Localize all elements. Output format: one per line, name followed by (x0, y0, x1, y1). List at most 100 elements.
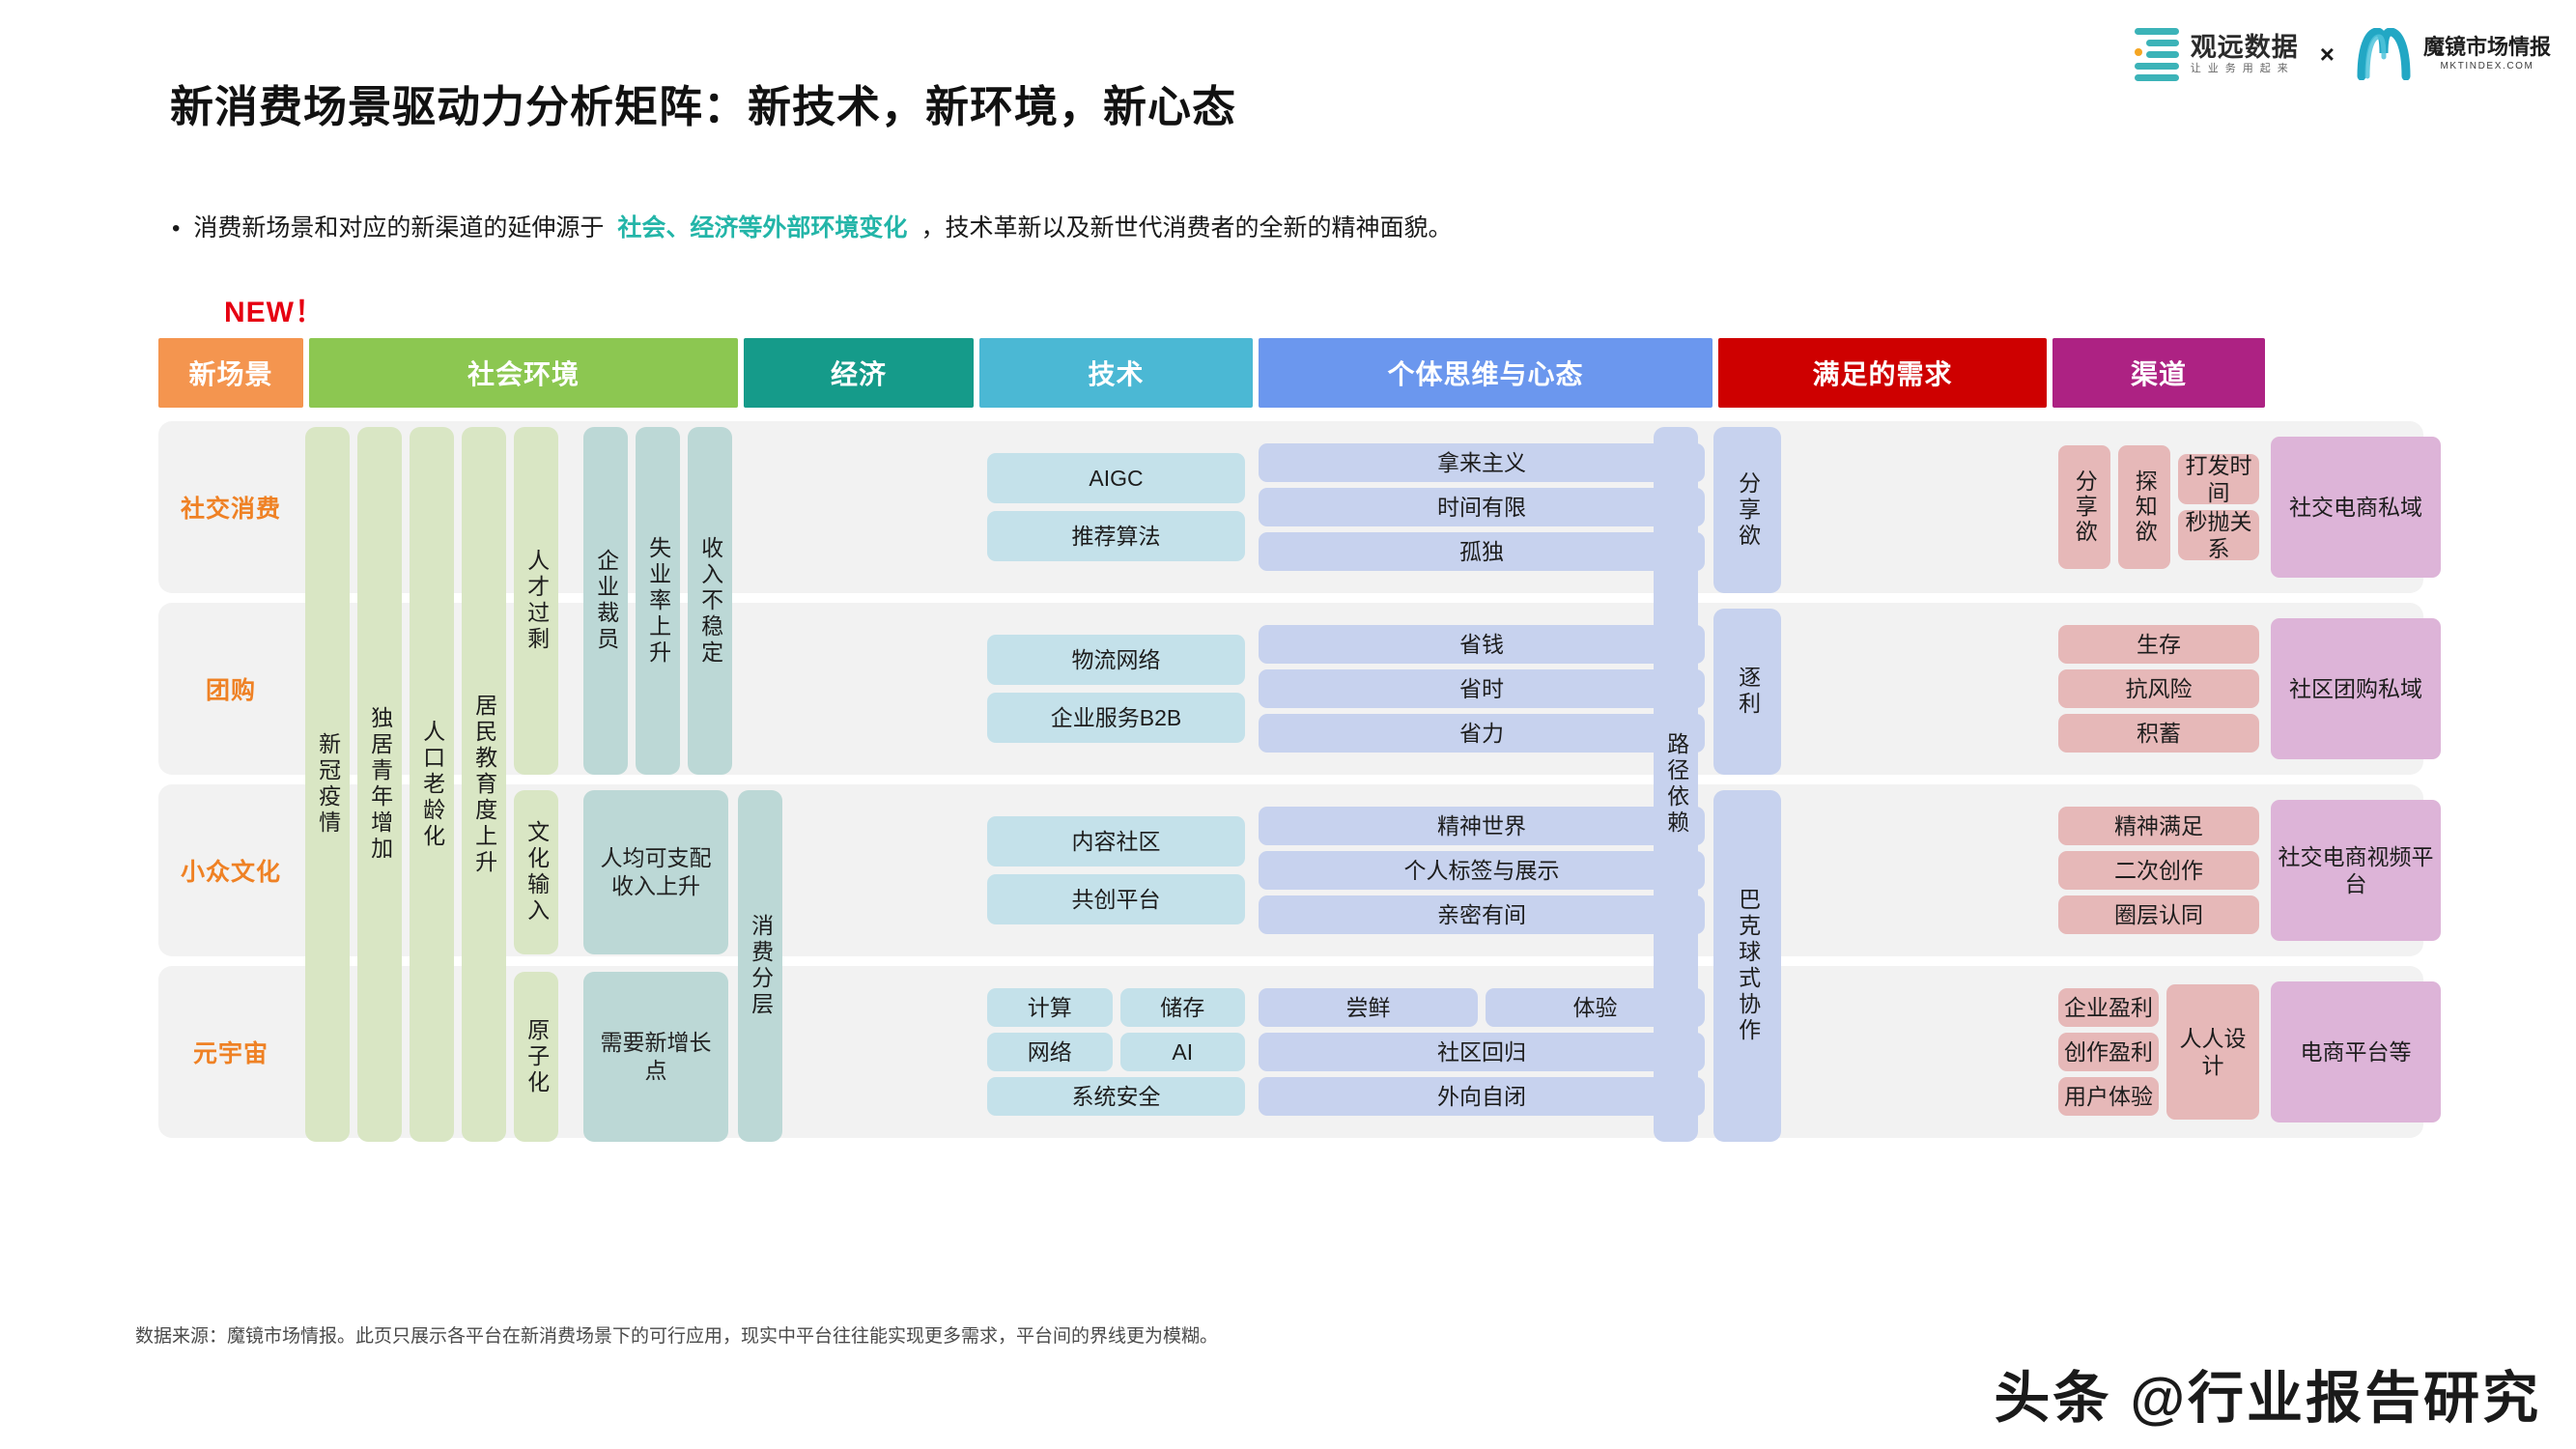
logo-dot-icon (2134, 47, 2142, 56)
m-wave-logo-icon (2357, 28, 2411, 80)
needs-cell-r3: 精神满足 二次创作 圈层认同 (2052, 784, 2265, 956)
need-pill[interactable]: 企业盈利 (2058, 988, 2159, 1027)
economy-cell-r2 (744, 603, 974, 775)
economy-cell-r3 (744, 784, 974, 956)
motive-cell-r4 (1718, 966, 2047, 1138)
mind-pill[interactable]: 时间有限 (1259, 488, 1705, 526)
bars-logo-icon (2134, 27, 2179, 81)
mind-cell-r4: 尝鲜 体验 社区回归 外向自闭 (1259, 966, 1713, 1138)
channel-cell-r4: 电商平台等 (2271, 966, 2441, 1138)
needs-cell-r4: 企业盈利 创作盈利 用户体验 人人设计 (2052, 966, 2265, 1138)
mind-pill[interactable]: 社区回归 (1259, 1033, 1705, 1071)
tech-pill[interactable]: 共创平台 (987, 874, 1245, 924)
row-label-social-consumption: 社交消费 (180, 496, 281, 523)
tech-pill[interactable]: AI (1119, 1033, 1245, 1071)
social-env-cell-r2 (309, 603, 738, 775)
guanyuan-tagline: 让业务用起来 (2190, 62, 2295, 74)
bullet-text-highlight: 社会、经济等外部环境变化 (617, 214, 908, 242)
need-pill[interactable]: 积蓄 (2058, 714, 2259, 753)
header-economy: 经济 (744, 338, 974, 408)
tech-cell-r4: 计算 储存 网络 AI 系统安全 (979, 966, 1253, 1138)
social-env-cell-r4 (309, 966, 738, 1138)
matrix-body: 社交消费 AIGC 推荐算法 拿来主义 时间有限 孤独 分享欲 (158, 421, 2441, 1142)
mind-pill[interactable]: 个人标签与展示 (1259, 851, 1705, 890)
mirror-logo: 魔镜市场情报 MKTINDEX.COM (2356, 28, 2551, 80)
table-row: 元宇宙 计算 储存 网络 AI 系统安全 (158, 966, 2441, 1138)
table-row: 小众文化 内容社区 共创平台 精神世界 个人标签与展示 亲密有间 (158, 784, 2441, 956)
header-needs: 满足的需求 (1718, 338, 2047, 408)
channel-cell-r3: 社交电商视频平台 (2271, 784, 2441, 956)
motive-cell-r3 (1718, 784, 2047, 956)
need-pill[interactable]: 打发时间 (2178, 453, 2259, 505)
watermark: 头条 @行业报告研究 (1994, 1367, 2541, 1430)
channel-pill[interactable]: 社交电商视频平台 (2271, 800, 2441, 941)
mind-pill[interactable]: 精神世界 (1259, 807, 1705, 845)
mind-pill[interactable]: 省力 (1259, 714, 1705, 753)
channel-cell-r1: 社交电商私域 (2271, 421, 2441, 593)
tech-pill[interactable]: AIGC (987, 453, 1245, 503)
social-env-cell-r1 (309, 421, 738, 593)
economy-cell-r1 (744, 421, 974, 593)
guanyuan-logo: 观远数据 让业务用起来 (2134, 27, 2299, 81)
economy-cell-r4 (744, 966, 974, 1138)
table-row: 社交消费 AIGC 推荐算法 拿来主义 时间有限 孤独 分享欲 (158, 421, 2441, 593)
page-title: 新消费场景驱动力分析矩阵：新技术，新环境，新心态 (170, 82, 1237, 131)
tech-cell-r3: 内容社区 共创平台 (979, 784, 1253, 956)
tech-pill[interactable]: 网络 (987, 1033, 1113, 1071)
motive-cell-r2 (1718, 603, 2047, 775)
mind-pill[interactable]: 体验 (1486, 988, 1705, 1027)
matrix-header-row: 新场景 社会环境 经济 技术 个体思维与心态 满足的需求 渠道 (158, 338, 2423, 408)
tech-pill[interactable]: 内容社区 (987, 816, 1245, 867)
tech-pill[interactable]: 计算 (987, 988, 1113, 1027)
tech-pill[interactable]: 企业服务B2B (987, 693, 1245, 743)
tech-cell-r1: AIGC 推荐算法 (979, 421, 1253, 593)
motive-cell-r1 (1718, 421, 2047, 593)
needs-cell-r2: 生存 抗风险 积蓄 (2052, 603, 2265, 775)
tech-pill[interactable]: 系统安全 (987, 1077, 1245, 1116)
channel-pill[interactable]: 社区团购私域 (2271, 618, 2441, 759)
header-channel: 渠道 (2052, 338, 2265, 408)
need-pill[interactable]: 分享欲 (2058, 445, 2110, 569)
header-technology: 技术 (979, 338, 1253, 408)
need-pill-side[interactable]: 人人设计 (2166, 984, 2259, 1120)
mind-cell-r3: 精神世界 个人标签与展示 亲密有间 (1259, 784, 1713, 956)
need-pill[interactable]: 圈层认同 (2058, 895, 2259, 934)
tech-pill[interactable]: 储存 (1119, 988, 1245, 1027)
mirror-name: 魔镜市场情报 (2422, 35, 2551, 59)
row-label-niche-culture: 小众文化 (180, 859, 281, 886)
channel-pill[interactable]: 社交电商私域 (2271, 437, 2441, 578)
mind-pill[interactable]: 拿来主义 (1259, 443, 1705, 482)
need-pill[interactable]: 创作盈利 (2058, 1033, 2159, 1071)
need-pill[interactable]: 探知欲 (2118, 445, 2170, 569)
driver-matrix: 新场景 社会环境 经济 技术 个体思维与心态 满足的需求 渠道 社交消费 AIG… (158, 338, 2441, 1142)
need-pill[interactable]: 抗风险 (2058, 669, 2259, 708)
bullet-text-after: ，技术革新以及新世代消费者的全新的精神面貌。 (920, 214, 1453, 242)
new-badge: NEW！ (224, 297, 325, 328)
needs-cell-r1: 分享欲 探知欲 打发时间 秒抛关系 (2052, 421, 2265, 593)
need-pill[interactable]: 用户体验 (2058, 1077, 2159, 1116)
mind-pill[interactable]: 孤独 (1259, 532, 1705, 571)
bullet-marker-icon: • (172, 215, 181, 242)
mind-pill[interactable]: 省时 (1259, 669, 1705, 708)
channel-cell-r2: 社区团购私域 (2271, 603, 2441, 775)
channel-pill[interactable]: 电商平台等 (2271, 981, 2441, 1122)
need-pill[interactable]: 精神满足 (2058, 807, 2259, 845)
need-pill[interactable]: 生存 (2058, 625, 2259, 664)
tech-pill[interactable]: 推荐算法 (987, 511, 1245, 561)
row-label-metaverse: 元宇宙 (192, 1040, 269, 1067)
mind-cell-r1: 拿来主义 时间有限 孤独 (1259, 421, 1713, 593)
need-pill[interactable]: 秒抛关系 (2178, 509, 2259, 561)
mind-pill[interactable]: 省钱 (1259, 625, 1705, 664)
mind-pill[interactable]: 尝鲜 (1259, 988, 1478, 1027)
need-pill[interactable]: 二次创作 (2058, 851, 2259, 890)
mind-pill[interactable]: 亲密有间 (1259, 895, 1705, 934)
header-social-env: 社会环境 (309, 338, 738, 408)
table-row: 团购 物流网络 企业服务B2B 省钱 省时 省力 生存 (158, 603, 2441, 775)
row-label-cell: 小众文化 (158, 784, 303, 956)
mind-pill[interactable]: 外向自闭 (1259, 1077, 1705, 1116)
guanyuan-name: 观远数据 (2190, 32, 2299, 62)
tech-pill[interactable]: 物流网络 (987, 635, 1245, 685)
header-new-scene: 新场景 (158, 338, 303, 408)
social-env-cell-r3 (309, 784, 738, 956)
header-mindset: 个体思维与心态 (1259, 338, 1713, 408)
